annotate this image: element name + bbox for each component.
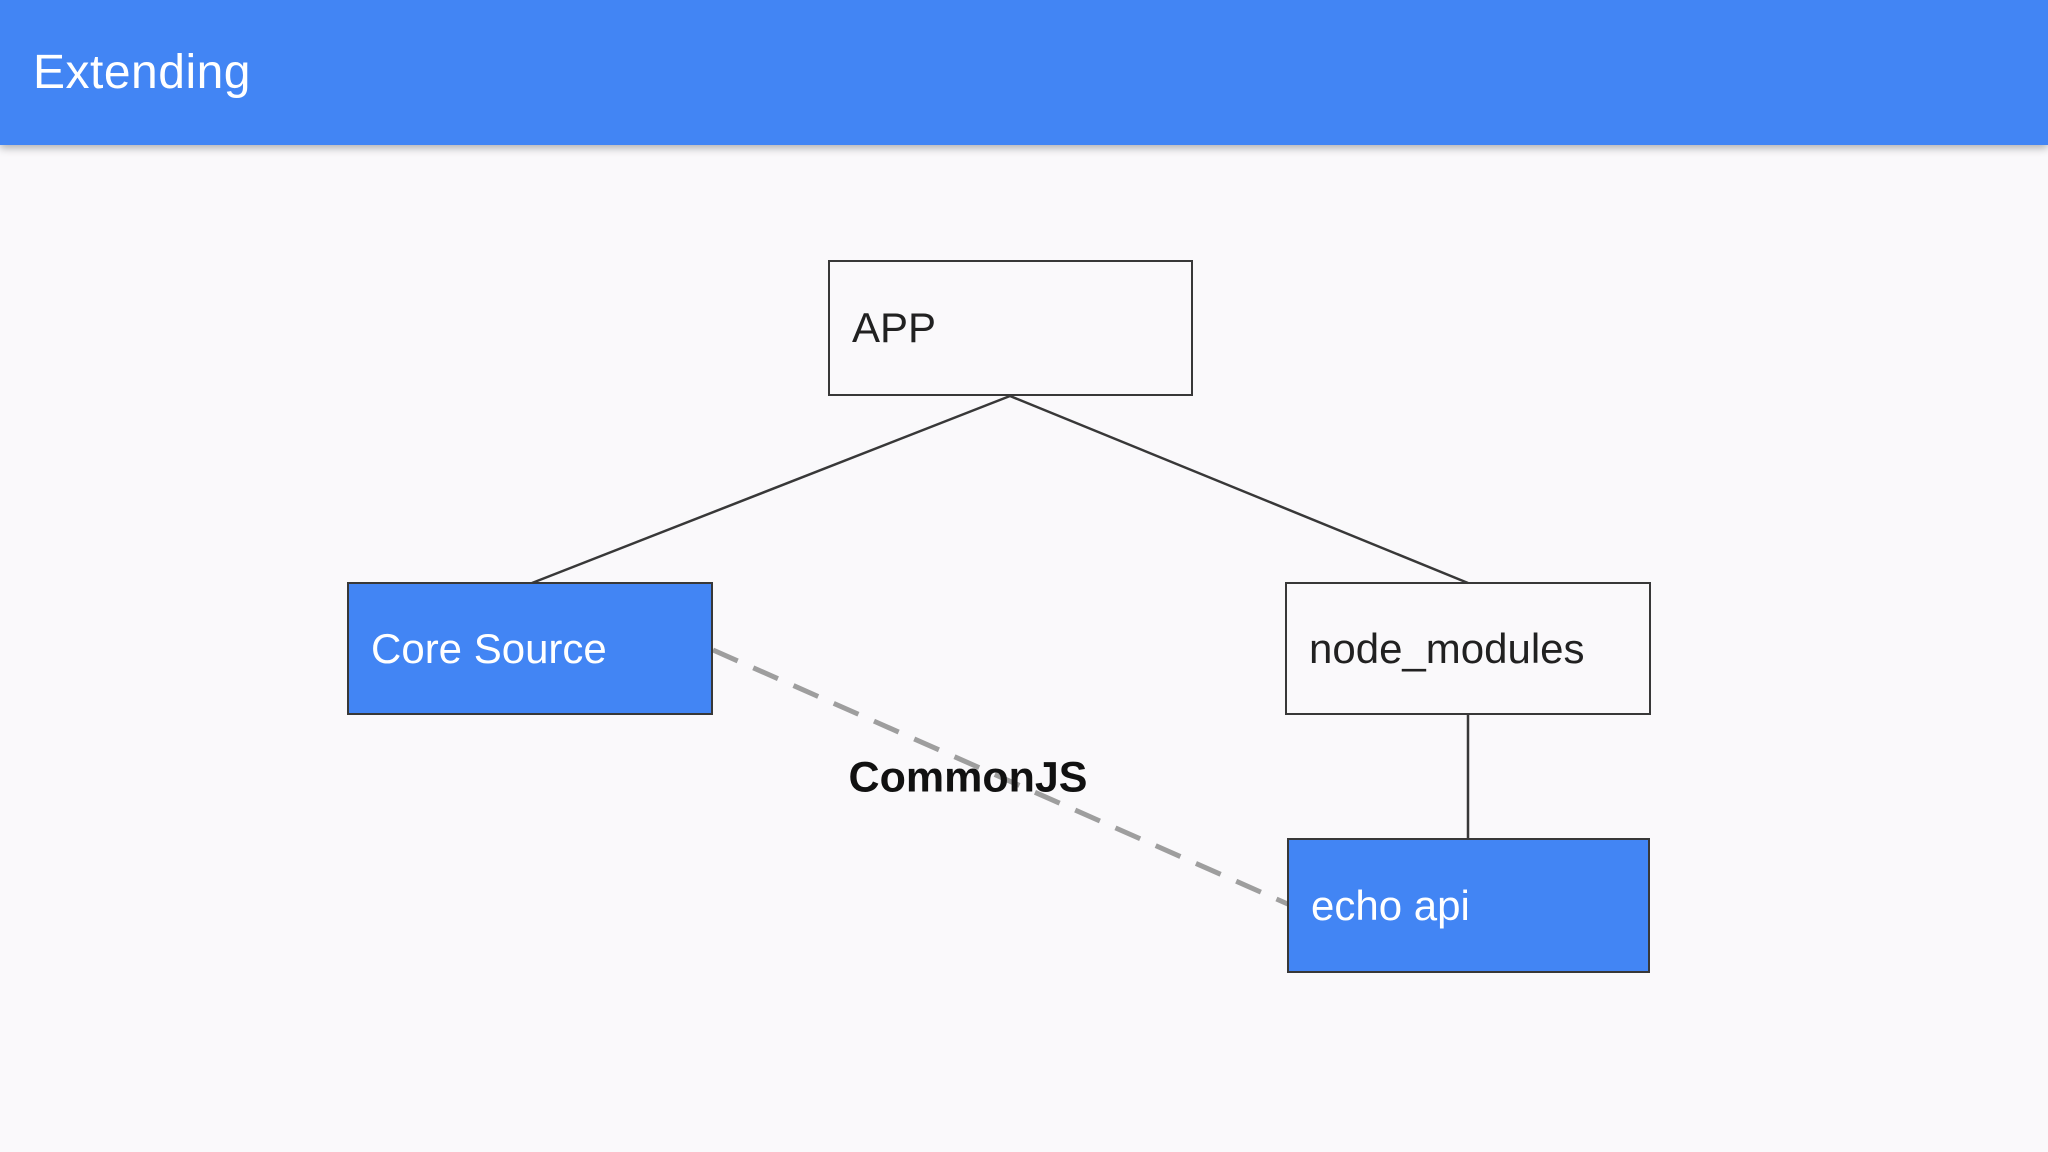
edge-label-commonjs: CommonJS xyxy=(848,753,1088,802)
edge-app-to-node-modules xyxy=(1009,394,1469,585)
node-app: APP xyxy=(828,260,1193,396)
node-core-source: Core Source xyxy=(347,582,713,715)
page-title: Extending xyxy=(33,46,251,99)
node-node-modules: node_modules xyxy=(1285,582,1651,715)
node-node-modules-label: node_modules xyxy=(1309,624,1585,672)
node-echo-api: echo api xyxy=(1287,838,1650,973)
edge-core-source-to-echo-api-dashed xyxy=(711,647,1292,908)
app-header: Extending xyxy=(0,0,2048,145)
node-echo-api-label: echo api xyxy=(1311,881,1470,929)
edge-app-to-core-source xyxy=(531,394,1011,585)
node-app-label: APP xyxy=(852,304,937,351)
node-core-source-label: Core Source xyxy=(371,624,607,672)
